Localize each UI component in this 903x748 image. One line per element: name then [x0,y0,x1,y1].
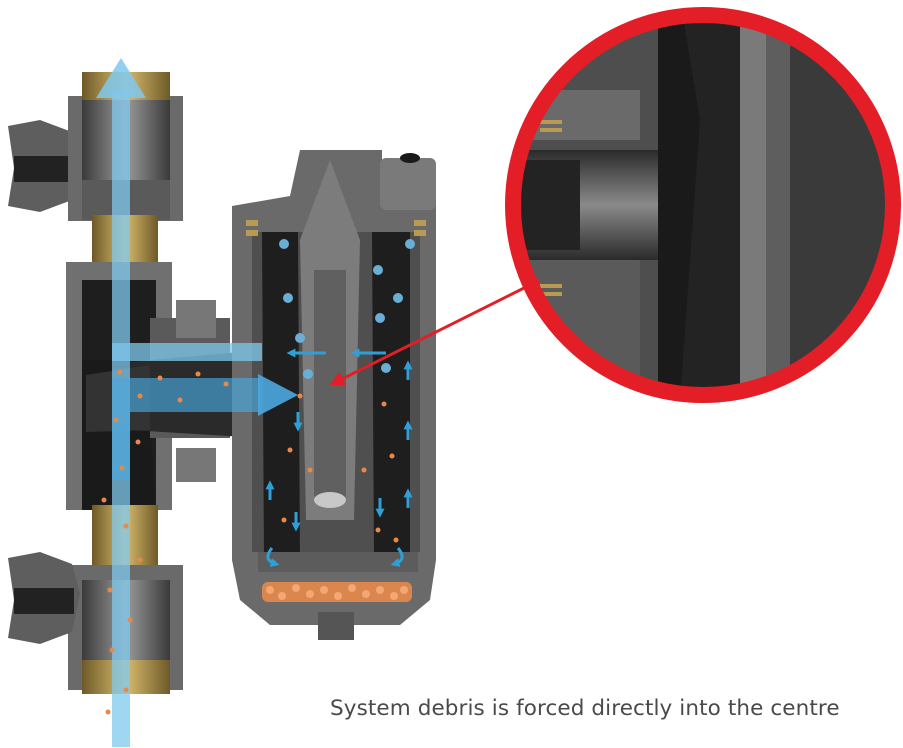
air-bubbles [279,239,415,379]
circulation-arrows [265,348,413,567]
magnifier-ring [505,7,901,403]
flow-arrows [96,58,415,747]
caption-text: System debris is forced directly into th… [330,696,840,721]
separator-body [232,150,436,640]
flow-right-arrow [112,343,262,361]
right-collector-wall [372,232,410,560]
flow-up-arrow-head [96,58,146,98]
pointer-arrow [329,278,541,386]
debris-particles [101,369,399,715]
magnified-detail [513,15,893,395]
bottom-valve-stem [14,588,74,614]
flow-right-arrow-head [258,374,298,416]
top-valve-stem [14,156,74,182]
